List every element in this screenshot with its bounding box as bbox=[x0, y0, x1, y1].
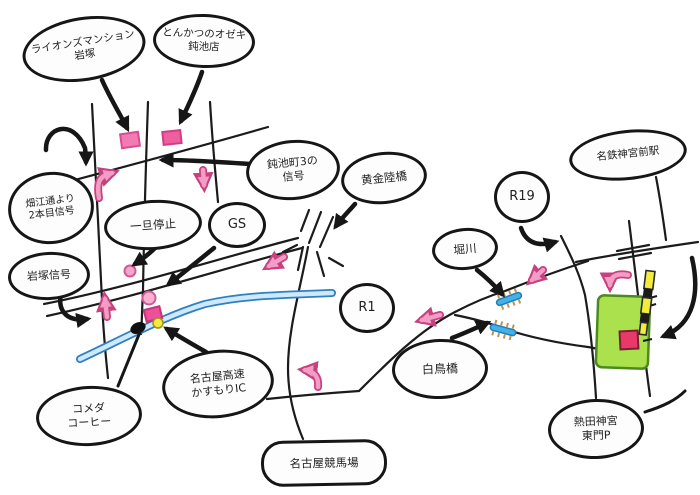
jingumae-station-platform bbox=[638, 269, 656, 336]
road-right-vertical-1 bbox=[559, 234, 598, 400]
platform-segment bbox=[639, 296, 653, 316]
bubble-label: とんかつのオゼキ 鈍池店 bbox=[162, 26, 247, 54]
ic-entrance-dot bbox=[152, 317, 164, 329]
route-arrow-fill bbox=[95, 170, 116, 201]
junction-stroke bbox=[327, 256, 345, 268]
route-arrow-fill bbox=[529, 267, 546, 283]
kogane-junction bbox=[281, 208, 345, 278]
route-arrow-fill bbox=[100, 295, 112, 320]
bubble-label: 熱田神宮 東門P bbox=[573, 414, 618, 443]
rail-crossing-tick-2 bbox=[617, 251, 653, 261]
route-arrow-fill bbox=[604, 272, 631, 289]
arrow-from-horikawa bbox=[474, 267, 505, 298]
bubble-label: 名鉄神宮前駅 bbox=[595, 145, 660, 164]
bubble-label: 畑江通より 2本目信号 bbox=[24, 192, 76, 222]
junction-stroke bbox=[299, 208, 311, 233]
station-access-road bbox=[654, 175, 668, 242]
arrow-from-r19 bbox=[518, 225, 560, 253]
arrow-from-kogane bbox=[333, 201, 358, 230]
pointer-arrows bbox=[43, 69, 698, 414]
route-arrows bbox=[94, 166, 632, 391]
road-right-horizontal bbox=[574, 240, 700, 264]
bubble-gas-station: GS bbox=[208, 202, 266, 248]
bubble-label: コメダ コーヒー bbox=[67, 401, 112, 431]
bubble-label: 岩塚信号 bbox=[26, 267, 72, 284]
bubble-label: R1 bbox=[358, 299, 376, 315]
arrow-right-big-curve bbox=[659, 255, 698, 340]
tonkatsu-building bbox=[161, 128, 183, 147]
platform-segment bbox=[642, 288, 653, 299]
bridge-shiratori bbox=[489, 319, 517, 341]
junction-stroke bbox=[318, 215, 335, 249]
rail-crossing-tick-1 bbox=[615, 243, 651, 253]
bubble-racecourse: 名古屋競馬場 bbox=[260, 438, 388, 488]
platform-segment bbox=[642, 269, 656, 291]
gate-tick bbox=[642, 338, 653, 342]
junction-stroke bbox=[307, 210, 323, 245]
bubble-label: ライオンズマンション 岩塚 bbox=[30, 27, 136, 63]
route-arrow-fill bbox=[418, 312, 443, 324]
route-arrow-fill bbox=[301, 365, 321, 390]
bubble-route-19: R19 bbox=[494, 171, 550, 223]
road-horizontal-south bbox=[265, 389, 361, 401]
road-vertical-c bbox=[208, 100, 220, 204]
route-arrow-fill bbox=[265, 254, 287, 269]
arrow-from-hatae bbox=[43, 126, 94, 167]
junction-stroke bbox=[281, 243, 299, 254]
route-arrow-fill bbox=[197, 167, 210, 189]
bubble-label: GS bbox=[227, 216, 247, 232]
arrow-from-donike-signal bbox=[158, 152, 253, 168]
east-gate-marker bbox=[618, 329, 640, 351]
arrow-from-stop-sign bbox=[131, 245, 158, 267]
nagoya-expressway-line bbox=[76, 289, 336, 363]
expressway-inner bbox=[77, 290, 335, 362]
signal-dot bbox=[141, 290, 157, 306]
bubble-label: 一旦停止 bbox=[129, 216, 177, 234]
bubble-label: 白鳥橋 bbox=[421, 360, 459, 377]
bubble-label: 鈍池町3の 信号 bbox=[266, 154, 319, 184]
bubble-label: 名古屋高速 かすもりIC bbox=[189, 367, 247, 400]
atsuta-tail bbox=[643, 389, 687, 414]
platform-segment bbox=[638, 321, 649, 336]
platform-segment bbox=[639, 313, 650, 324]
road-vertical-a bbox=[90, 102, 110, 380]
junction-stroke bbox=[296, 245, 305, 272]
lions-mansion-building bbox=[118, 130, 142, 150]
bubble-label: 黄金陸橋 bbox=[360, 168, 408, 188]
river-water bbox=[495, 291, 523, 307]
bubble-label: 堀川 bbox=[452, 240, 478, 257]
point-markers bbox=[118, 128, 183, 335]
river-water bbox=[489, 323, 517, 337]
stop-sign-dot bbox=[123, 264, 137, 278]
arrow-from-ic-bubble bbox=[163, 326, 209, 355]
arrow-from-gs bbox=[165, 245, 217, 287]
komeda-tail bbox=[116, 330, 142, 388]
arrow-to-tonkatsu-building bbox=[178, 69, 205, 126]
bridge-upper-horikawa bbox=[495, 288, 523, 310]
arrow-from-shiratori bbox=[449, 320, 492, 341]
bubble-label: 名古屋競馬場 bbox=[289, 455, 359, 471]
atsuta-shrine-area bbox=[594, 294, 658, 370]
junction-stroke bbox=[315, 250, 326, 278]
bubble-route-1: R1 bbox=[339, 283, 395, 333]
arrow-to-lions-building bbox=[99, 77, 130, 133]
bubble-label: R19 bbox=[509, 188, 535, 204]
road-south-to-racecourse bbox=[286, 245, 310, 441]
komeda-corner-blob bbox=[130, 321, 146, 335]
